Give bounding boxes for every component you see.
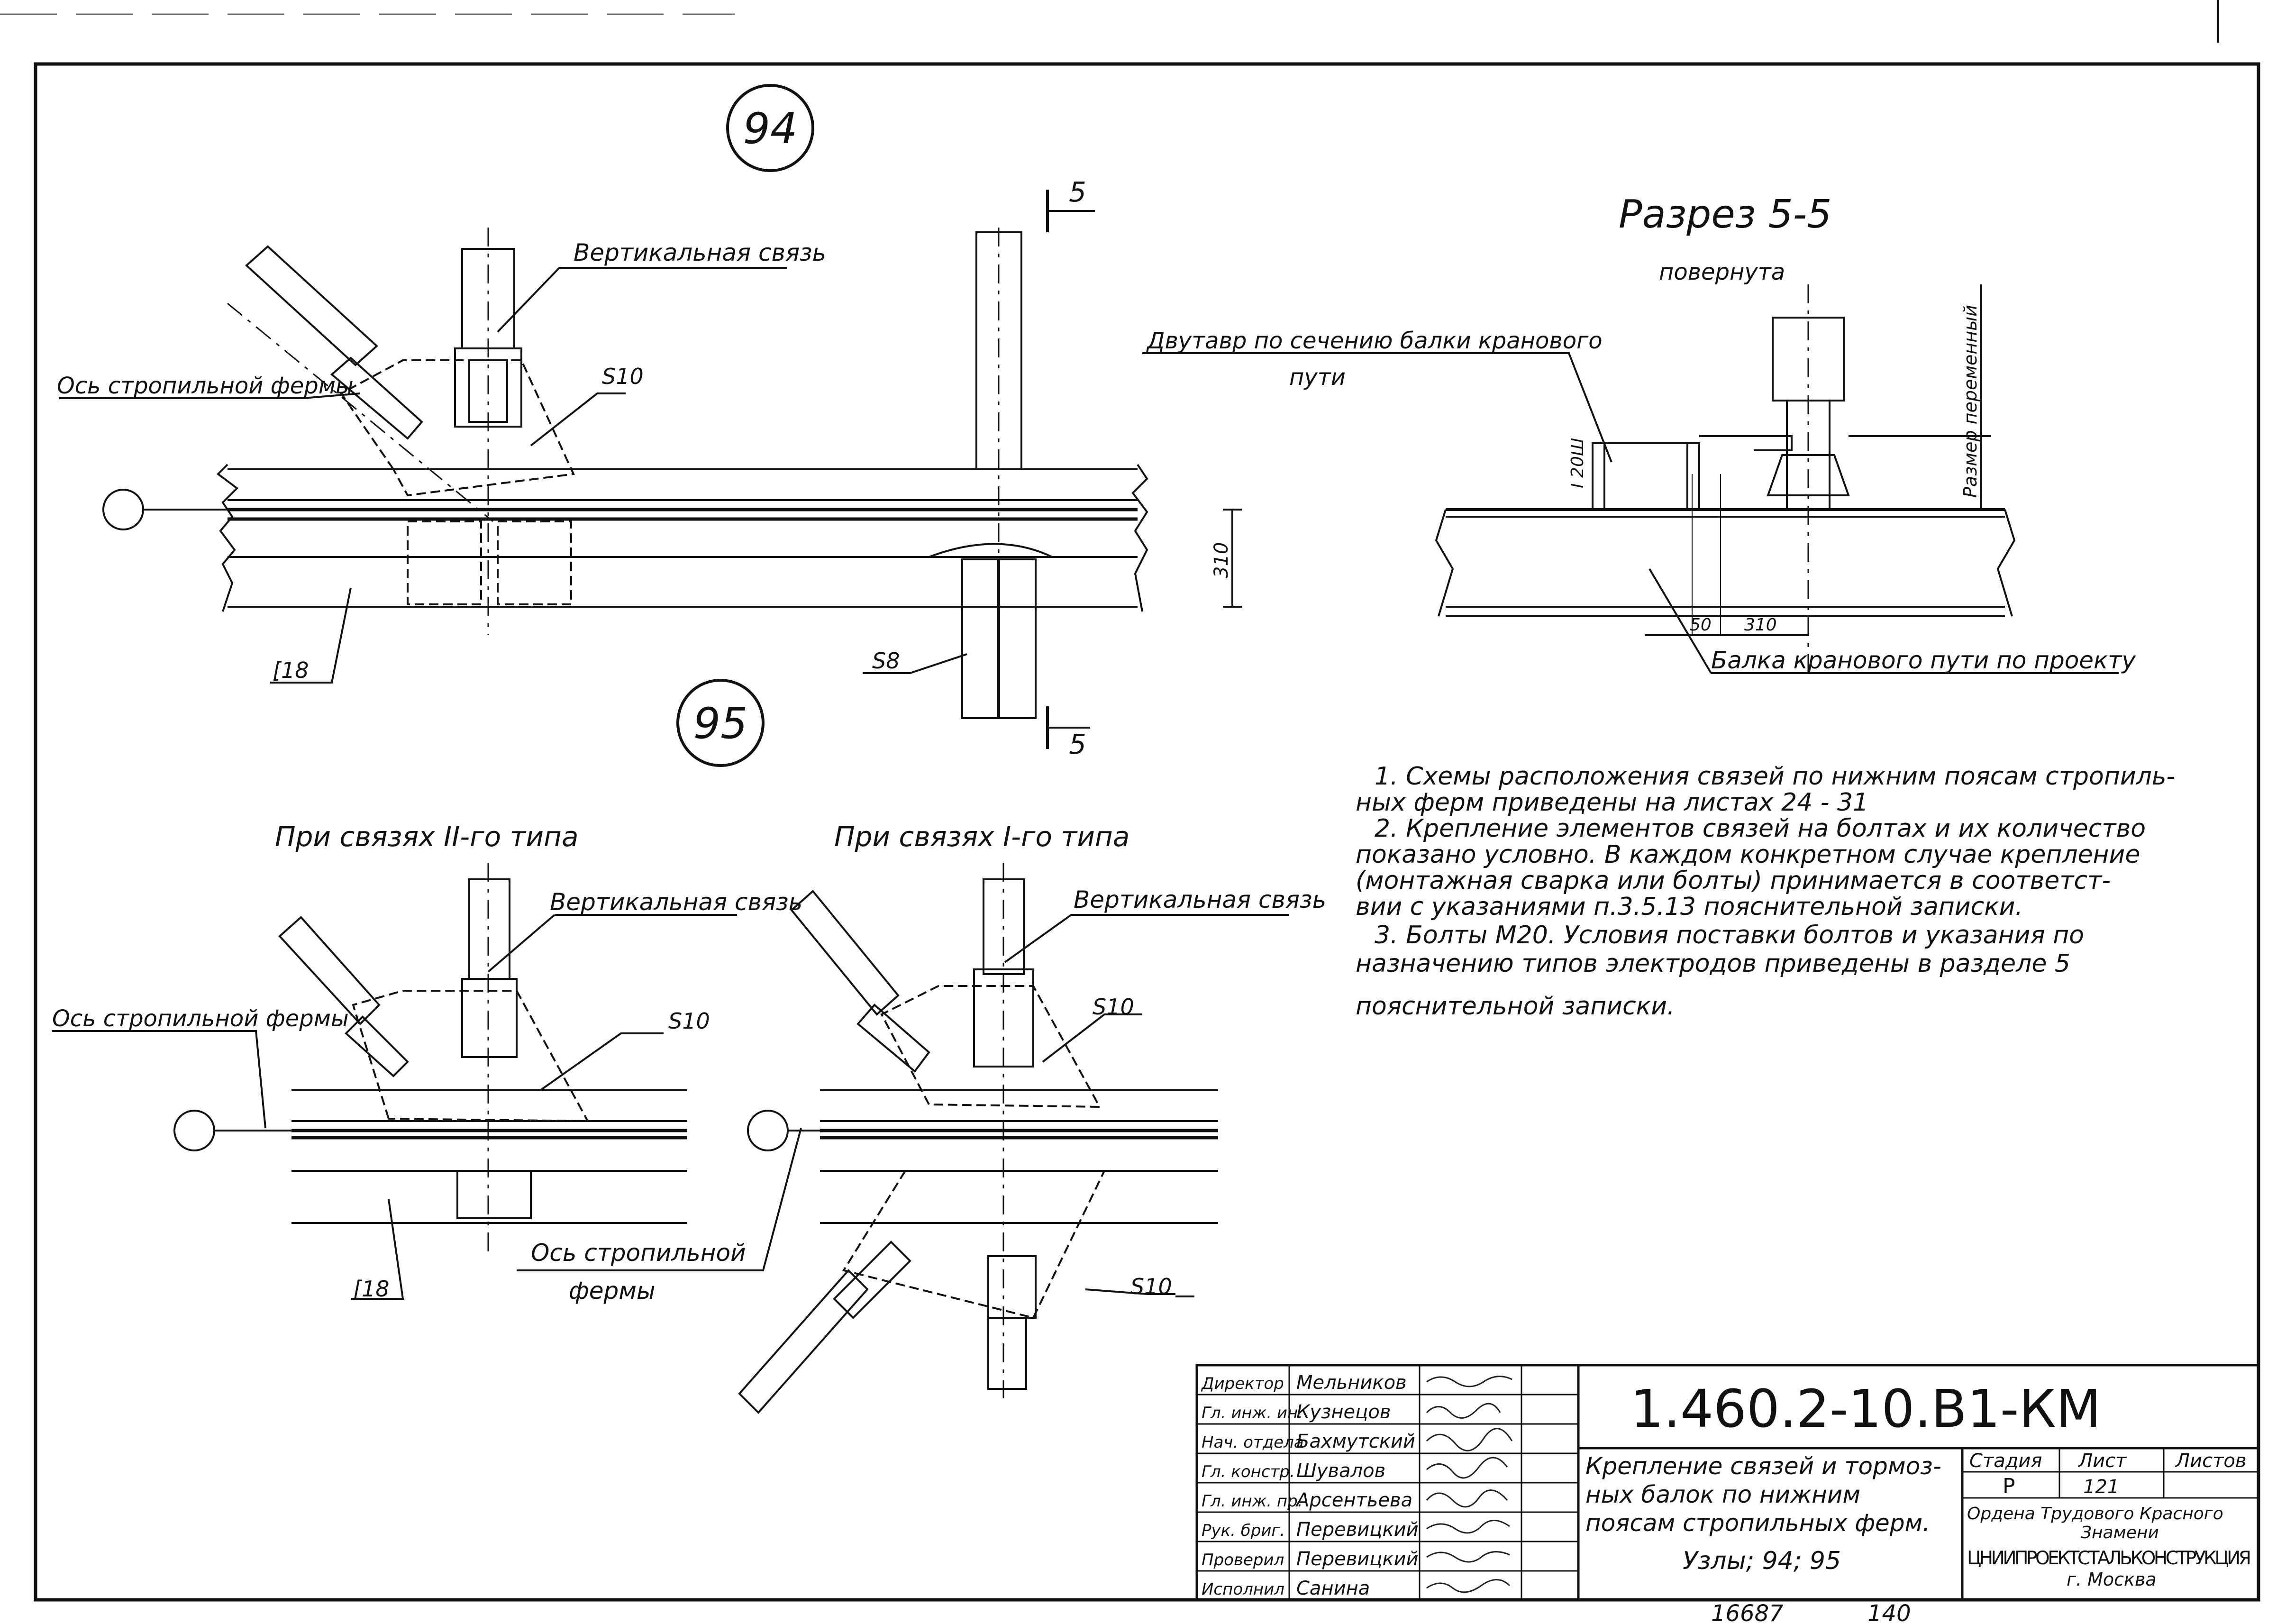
node-95-marker	[676, 679, 765, 767]
sheet-frame	[34, 62, 2260, 1602]
section-title: Разрез 5-5	[1619, 192, 1831, 237]
node-94-marker	[726, 84, 814, 172]
type1-truss-axis-2: фермы	[569, 1277, 655, 1305]
general-notes: 1. Схемы расположения связей по нижним п…	[1356, 762, 2175, 1021]
drawing-code: 1.460.2-10.В1-КМ	[1630, 1378, 2101, 1439]
type2-channel: [18	[353, 1276, 389, 1302]
signatures	[1426, 1376, 1513, 1593]
section-mark-top: 5	[1069, 176, 1086, 208]
section-subtitle: повернута	[1659, 259, 1785, 285]
signer-name: Арсентьева	[1295, 1489, 1412, 1511]
role: Гл. инж. пр.	[1202, 1492, 1302, 1511]
type1-plate-bottom: S10	[1130, 1274, 1172, 1299]
drawing-description: ных балок по нижним	[1585, 1481, 1860, 1508]
drawing-description: Крепление связей и тормоз-	[1585, 1452, 1941, 1480]
drawing-nodes: Узлы; 94; 95	[1683, 1547, 1841, 1575]
signer-name: Мельников	[1296, 1372, 1407, 1394]
role: Рук. бриг.	[1202, 1521, 1285, 1540]
d94-vertical-brace: Вертикальная связь	[574, 239, 826, 266]
ibeam-label-2: пути	[1289, 364, 1346, 391]
page-number: 140	[1867, 1600, 1911, 1624]
org-line-1: Ордена Трудового Красного	[1967, 1504, 2223, 1524]
ibeam-label-1: Двутавр по сечению балки кранового	[1146, 328, 1603, 354]
approvals-roles: Директор Гл. инж. ин. Нач. отдела Гл. ко…	[1201, 1374, 1304, 1599]
d94-plate-s8: S8	[872, 648, 900, 674]
signer-name: Бахмутский	[1296, 1431, 1415, 1452]
note-line: 3. Болты М20. Условия поставки болтов и …	[1375, 921, 2084, 949]
crane-beam-label: Балка кранового пути по проекту	[1711, 647, 2136, 674]
var-size-label: Размер переменный	[1960, 305, 1981, 498]
sheets-header: Листов	[2175, 1450, 2246, 1472]
role: Директор	[1201, 1374, 1284, 1393]
type2-vertical-brace: Вертикальная связь	[550, 888, 802, 916]
inventory-number: 16687	[1711, 1600, 1784, 1624]
type2-plate-s10: S10	[668, 1008, 710, 1034]
signer-name: Шувалов	[1296, 1460, 1385, 1482]
note-line: вии с указаниями п.3.5.13 пояснительной …	[1356, 893, 2023, 921]
d94-channel: [18	[273, 657, 309, 683]
signer-name: Кузнецов	[1296, 1401, 1391, 1423]
org-line-2: Знамени	[2081, 1523, 2159, 1542]
stage-value: Р	[2003, 1474, 2015, 1498]
node-95-label: 95	[693, 699, 748, 748]
sheet-value: 121	[2083, 1476, 2119, 1498]
note-line: 2. Крепление элементов связей на болтах …	[1375, 814, 2146, 843]
d94-truss-axis: Ось стропильной фермы	[57, 373, 354, 399]
title-block	[1195, 1364, 2260, 1601]
stage-header: Стадия	[1969, 1450, 2042, 1472]
note-line: пояснительной записки.	[1356, 992, 1675, 1021]
org-name: ЦНИИПРОЕКТСТАЛЬКОНСТРУКЦИЯ	[1967, 1548, 2251, 1569]
node-94-label: 94	[743, 104, 798, 154]
dim-310: 310	[1744, 615, 1777, 635]
signer-name: Перевицкий	[1296, 1548, 1419, 1570]
type2-title: При связях II-го типа	[275, 821, 579, 853]
type1-title: При связях I-го типа	[834, 821, 1129, 853]
signer-name: Санина	[1296, 1578, 1370, 1599]
note-line: ных ферм приведены на листах 24 - 31	[1356, 788, 1868, 817]
type2-truss-axis: Ось стропильной фермы	[52, 1005, 349, 1032]
d94-plate-s10: S10	[602, 364, 644, 389]
role: Гл. инж. ин.	[1202, 1404, 1303, 1423]
type1-vertical-brace: Вертикальная связь	[1074, 886, 1326, 913]
approvals-names: Мельников Кузнецов Бахмутский Шувалов Ар…	[1295, 1372, 1419, 1599]
role: Нач. отдела	[1202, 1433, 1304, 1452]
d94-dim-310: 310	[1211, 542, 1232, 578]
note-line: (монтажная сварка или болты) принимается…	[1356, 867, 2111, 895]
role: Гл. констр.	[1202, 1462, 1295, 1481]
dim-50: 50	[1690, 615, 1712, 635]
note-line: 1. Схемы расположения связей по нижним п…	[1375, 762, 2175, 791]
type1-truss-axis-1: Ось стропильной	[531, 1239, 746, 1267]
note-line: показано условно. В каждом конкретном сл…	[1356, 840, 2140, 869]
note-line: назначению типов электродов приведены в …	[1356, 949, 2070, 978]
org-city: г. Москва	[2067, 1569, 2157, 1590]
ibeam-size: I 20Ш	[1568, 438, 1587, 488]
role: Проверил	[1202, 1551, 1284, 1569]
signer-name: Перевицкий	[1296, 1519, 1419, 1541]
sheet-header: Лист	[2077, 1450, 2127, 1472]
drawing-description: поясам стропильных ферм.	[1585, 1509, 1930, 1537]
section-mark-bottom: 5	[1069, 728, 1086, 760]
role: Исполнил	[1202, 1580, 1284, 1599]
type1-plate-top: S10	[1093, 994, 1134, 1020]
